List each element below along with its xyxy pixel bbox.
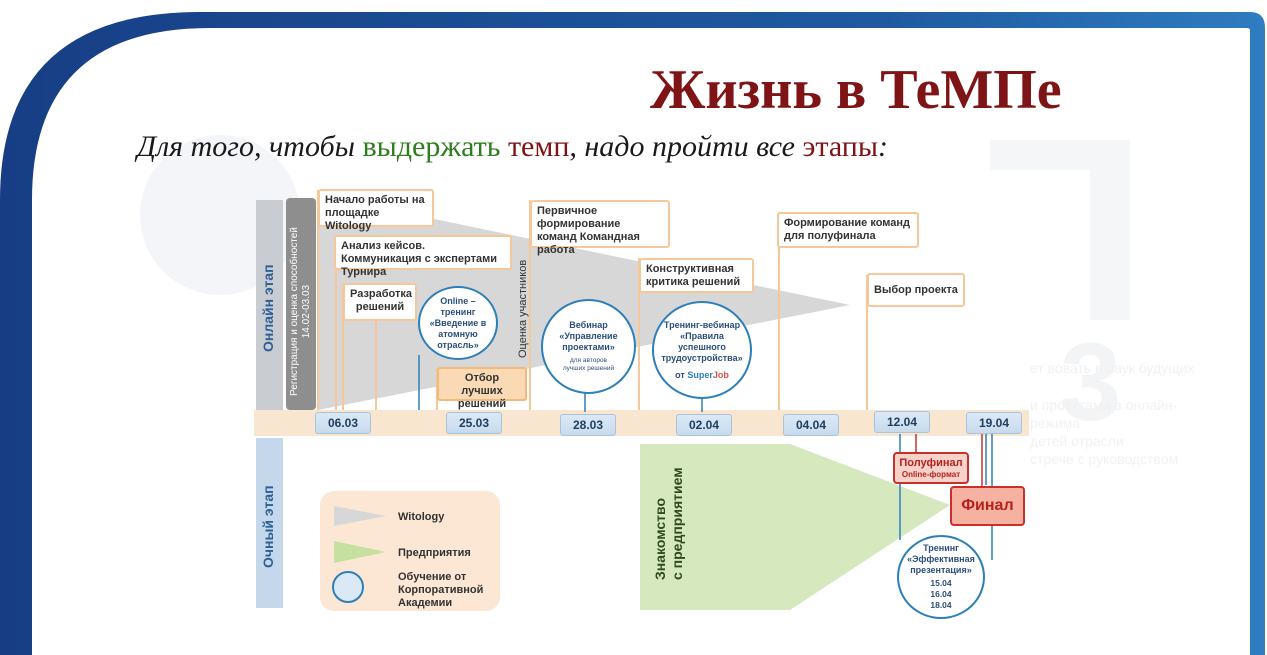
enterprise-label: Знакомство с предприятием — [652, 467, 686, 580]
circle-note: для авторов лучших решений — [562, 357, 615, 372]
box-solutions: Разработка решений — [343, 283, 417, 321]
final-box: Финал — [950, 486, 1025, 526]
semifinal-format: Online-формат — [901, 470, 961, 479]
box-primary-teams: Первичное формирование команд Командная … — [530, 200, 670, 256]
subtitle-highlight: этапы — [802, 130, 878, 163]
enterprise-label-line: Знакомство — [652, 498, 668, 580]
box-best-selection: Отбор лучших решений — [437, 367, 527, 410]
box-critique: Конструктивная критика решений — [639, 258, 754, 293]
page-subtitle: Для того, чтобы выдержать темп, надо про… — [137, 130, 888, 164]
presentation-date: 15.04 — [930, 578, 952, 588]
superjob-logo: от SuperJob — [675, 370, 729, 381]
date-marker: 25.03 — [446, 412, 502, 434]
watermark-line: режима — [1030, 415, 1081, 431]
date-marker: 06.03 — [315, 412, 371, 434]
watermark-line: стрече с руководством — [1030, 451, 1179, 467]
page-title: Жизнь в ТеМПе — [650, 59, 1062, 121]
superjob-prefix: от — [675, 369, 685, 380]
circle-online-training: Online – тренинг «Введение в атомную отр… — [418, 286, 498, 360]
circle-text: Тренинг «Эффективная презентация» — [907, 543, 975, 575]
box-project-choice: Выбор проекта — [867, 273, 965, 307]
offline-stage-bar — [256, 438, 283, 608]
circle-presentation-training: Тренинг «Эффективная презентация» 15.04 … — [897, 535, 985, 619]
registration-dates: 14.02-03.03 — [301, 284, 312, 339]
circle-text: Online – тренинг «Введение в атомную отр… — [429, 295, 487, 350]
circle-text: Вебинар «Управление проектами» — [559, 320, 618, 352]
watermark-line: и проектами в онлайн- — [1030, 397, 1178, 413]
date-marker: 04.04 — [783, 414, 839, 436]
subtitle-part: , надо пройти все — [569, 130, 803, 163]
semifinal-title: Полуфинал — [899, 457, 963, 469]
presentation-date: 18.04 — [930, 600, 952, 610]
svg-text:3: 3 — [1060, 321, 1121, 444]
watermark-line: детей отрасли — [1030, 433, 1124, 449]
registration-label: Регистрация и оценка способностей 14.02-… — [289, 227, 313, 396]
legend-enterprise-swatch — [334, 541, 386, 563]
date-marker: 02.04 — [676, 414, 732, 436]
registration-text: Регистрация и оценка способностей — [289, 227, 300, 396]
offline-stage-label: Очный этап — [260, 485, 276, 568]
legend-witology-label: Witology — [398, 511, 445, 523]
circle-webinar-projects: Вебинар «Управление проектами» для автор… — [541, 299, 636, 394]
participants-label: Оценка участников — [517, 259, 529, 358]
subtitle-part: : — [877, 130, 888, 163]
circle-training-webinar: Тренинг-вебинар «Правила успешного трудо… — [652, 301, 752, 399]
legend-panel — [320, 491, 500, 611]
semifinal-box: Полуфинал Online-формат — [893, 452, 969, 484]
subtitle-highlight: выдержать — [362, 130, 501, 163]
box-case-analysis: Анализ кейсов. Коммуникация с экспертами… — [334, 235, 512, 278]
legend-witology-swatch — [334, 506, 386, 526]
registration-bar — [286, 198, 316, 410]
date-marker: 12.04 — [874, 411, 930, 433]
date-marker: 19.04 — [966, 412, 1022, 434]
box-semifinal-teams: Формирование команд для полуфинала — [777, 212, 919, 248]
legend-enterprise-label: Предприятия — [398, 547, 471, 559]
box-start-witology: Начало работы на площадке Witology — [318, 189, 434, 232]
subtitle-part: Для того, чтобы — [137, 130, 363, 163]
superjob-part: Job — [712, 369, 729, 380]
presentation-date: 16.04 — [930, 589, 952, 599]
enterprise-label-line: с предприятием — [669, 467, 685, 580]
subtitle-highlight: темп — [507, 130, 570, 163]
online-stage-label: Онлайн этап — [260, 264, 276, 352]
superjob-part: Super — [687, 369, 713, 380]
legend-training-label: Обучение от Корпоративной Академии — [398, 571, 484, 609]
online-stage-bar — [256, 200, 283, 410]
watermark-line: ет вовать в наук будущих — [1030, 360, 1195, 376]
date-marker: 28.03 — [560, 414, 616, 436]
enterprise-wedge — [640, 444, 950, 610]
circle-text: Тренинг-вебинар «Правила успешного трудо… — [661, 319, 743, 363]
legend-training-swatch — [332, 571, 364, 603]
